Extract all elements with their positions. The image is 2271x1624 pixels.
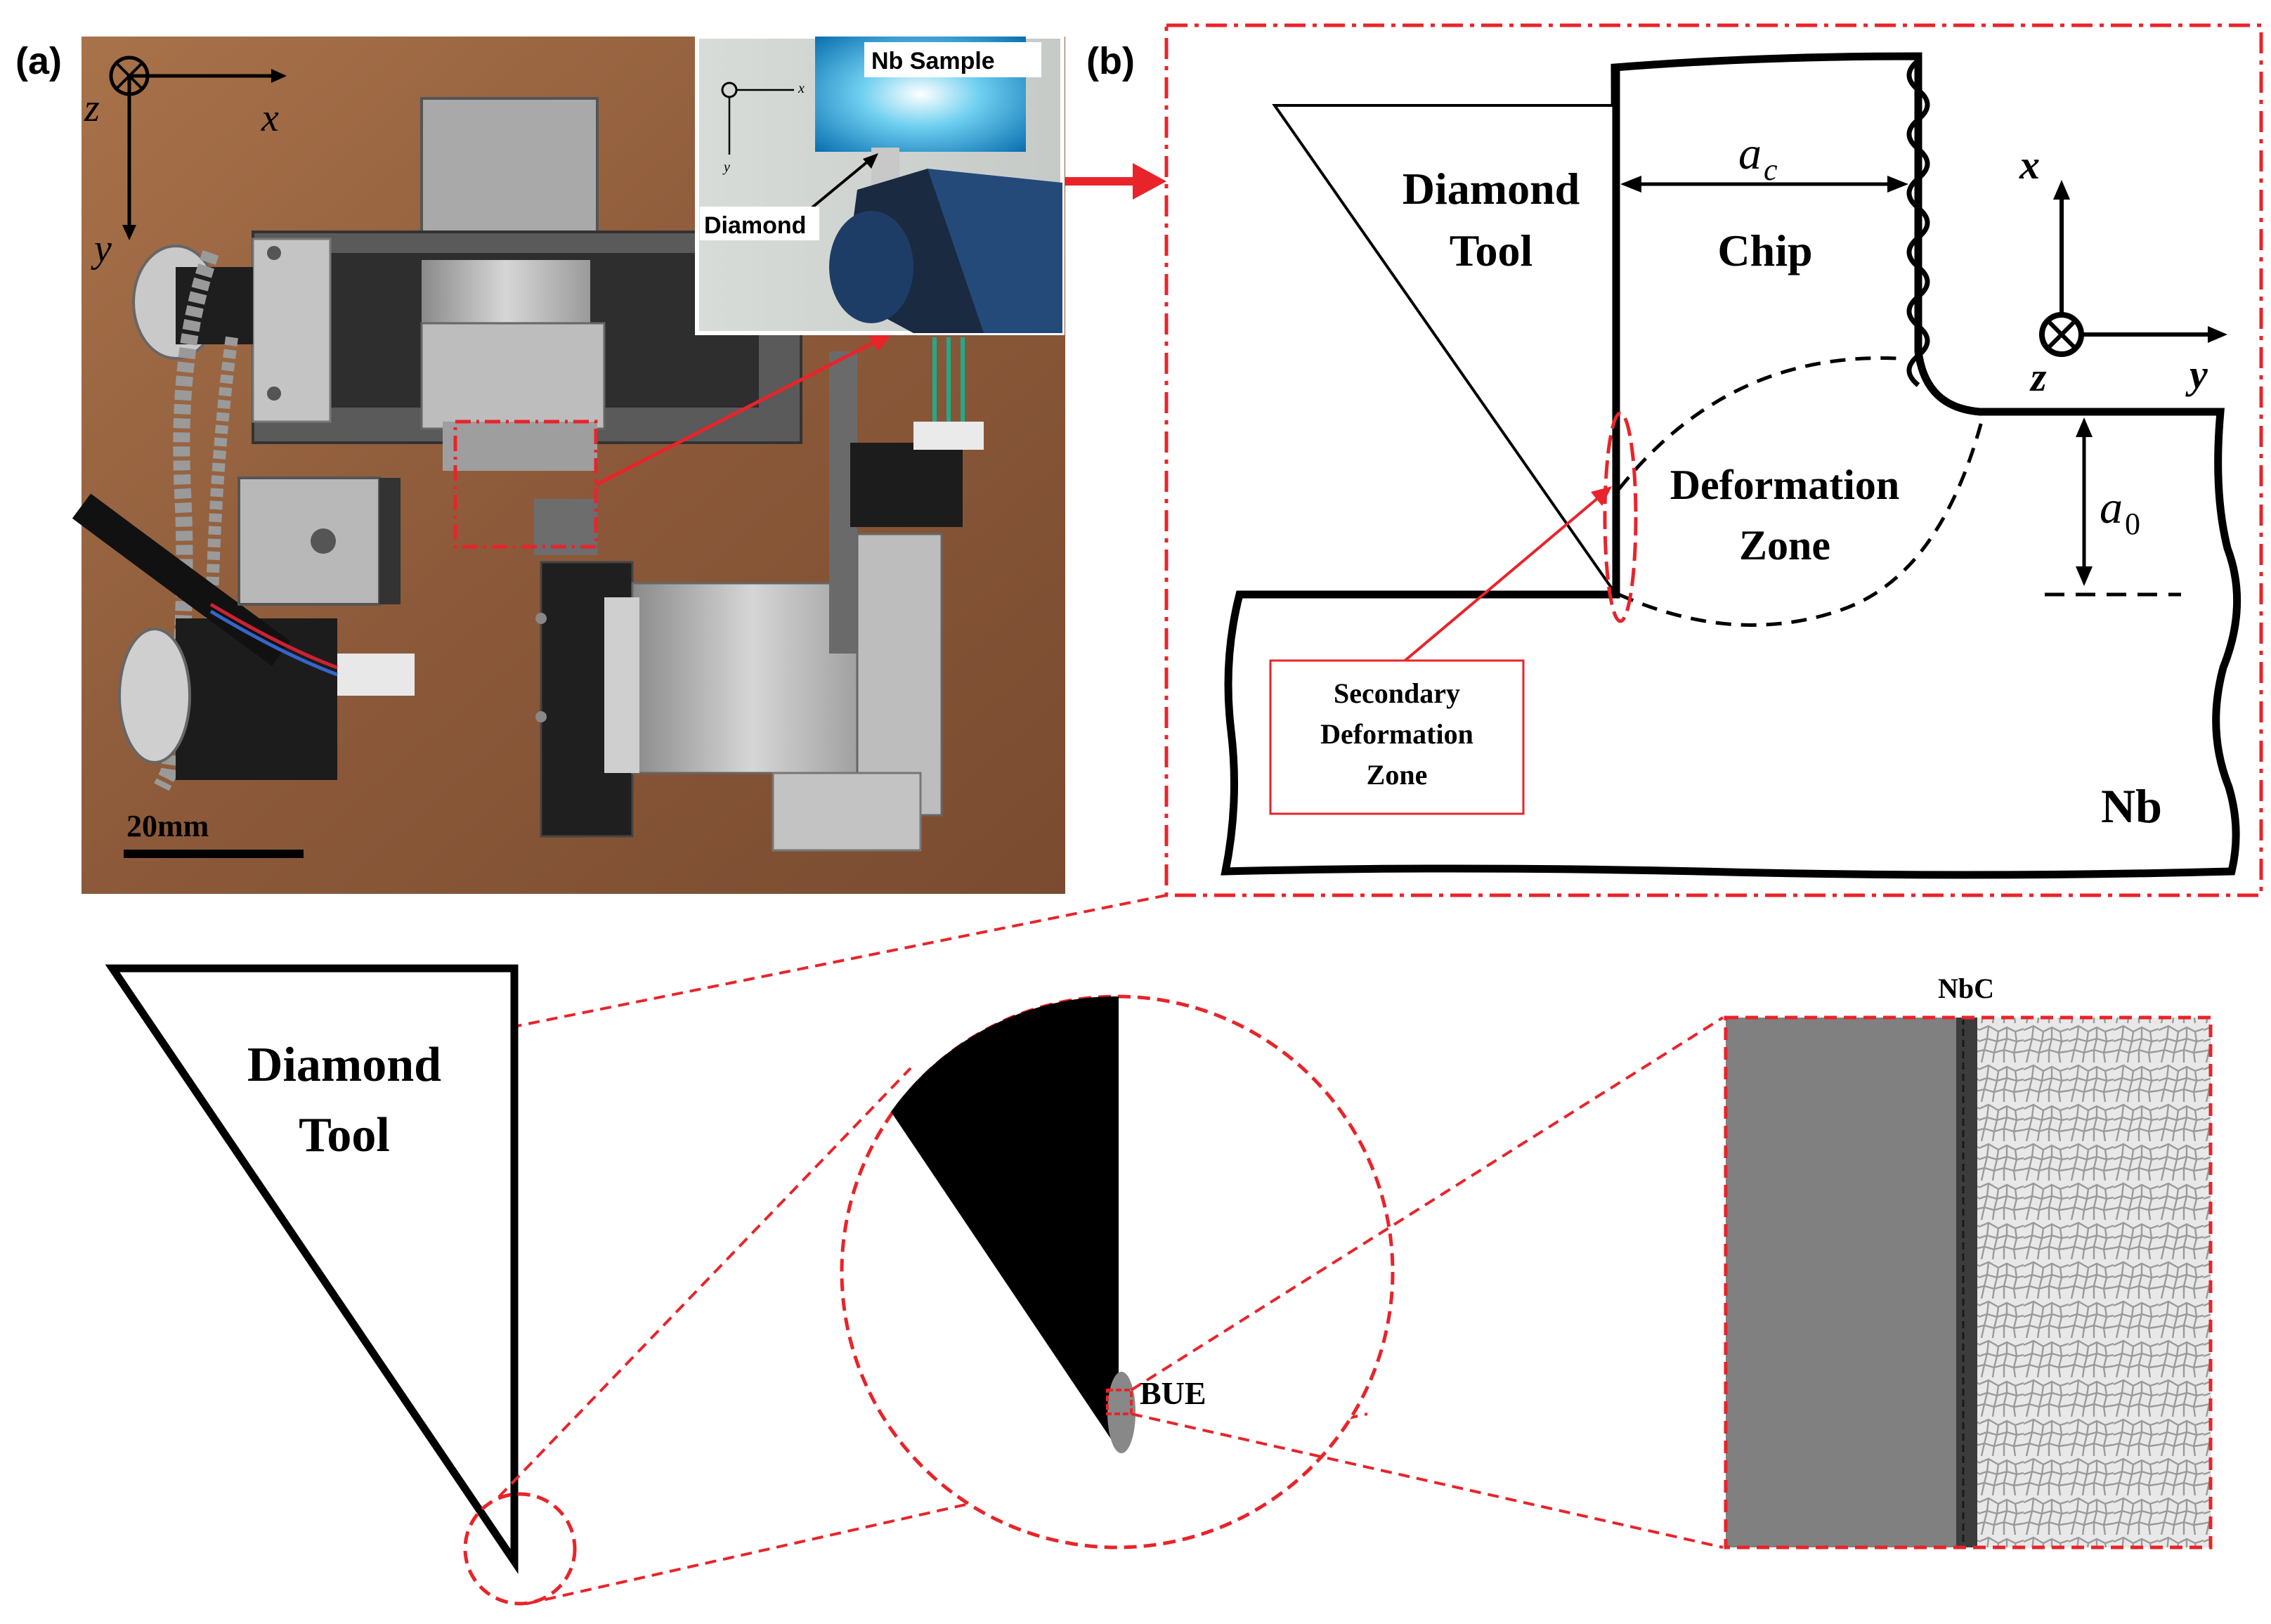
- secondary-label-line1: Secondary: [1334, 677, 1460, 709]
- depth-subscript: 0: [2125, 507, 2140, 541]
- chip-thickness-symbol: a: [1738, 128, 1762, 179]
- inset-axis-y: y: [722, 160, 730, 175]
- panel-a-label: (a): [15, 40, 62, 82]
- chip-label: Chip: [1717, 226, 1812, 275]
- zoom-connector-b: [516, 894, 1167, 1027]
- inset-axis-x: x: [798, 81, 805, 96]
- nbc-coating: [1956, 1018, 1977, 1547]
- inset-photo: x y Nb Sample Diamond: [695, 34, 1065, 335]
- chip-wavy-edge: [1906, 58, 1930, 387]
- bue-label: BUE: [1140, 1375, 1206, 1411]
- nb-grain-region: [1977, 1018, 2211, 1547]
- secondary-zone-box: [1269, 659, 1525, 815]
- deformation-label-line2: Zone: [1739, 522, 1830, 569]
- axes-a: z x y: [84, 56, 287, 271]
- secondary-zone-leader: [1397, 492, 1605, 668]
- leader-inset: [594, 335, 885, 487]
- tool-label-large-line2: Tool: [299, 1108, 390, 1162]
- axes-b: x y z: [2019, 142, 2227, 400]
- panel-a: (a): [15, 34, 1065, 894]
- depth-symbol: a: [2100, 482, 2123, 533]
- cable: [72, 493, 291, 666]
- inset-tool-label: Diamond: [704, 212, 806, 239]
- chip-thickness-subscript: c: [1764, 152, 1778, 187]
- tool-label-b-line2: Tool: [1450, 226, 1533, 275]
- spindle-block: [420, 97, 599, 254]
- panel-b: (b) Diamond Tool a c Chip Deformation Zo…: [1086, 23, 2263, 897]
- panel-b-label: (b): [1086, 40, 1135, 82]
- secondary-label-line3: Zone: [1367, 759, 1428, 791]
- diamond-tool-large: [105, 964, 519, 1574]
- scale-bar-label: 20mm: [126, 809, 209, 843]
- workpiece-outline: [1221, 52, 2241, 879]
- focus-box-a: [453, 420, 598, 549]
- panel-b-frame: [1164, 23, 2263, 897]
- bue-deposit: [1107, 1372, 1136, 1453]
- axis-b-z: z: [2029, 354, 2047, 400]
- axis-a-y: y: [91, 227, 112, 271]
- secondary-label-line2: Deformation: [1320, 718, 1473, 750]
- axis-b-y: y: [2185, 351, 2208, 397]
- tool-label-b-line1: Diamond: [1403, 164, 1580, 214]
- tool-label-large-line1: Diamond: [247, 1038, 441, 1092]
- axis-a-x: x: [261, 96, 279, 140]
- zoom-sequence: Diamond Tool BUE NbC: [105, 894, 2213, 1606]
- secondary-zone-marker: [1603, 411, 1638, 623]
- substrate-region: [1726, 1018, 1956, 1547]
- microstructure-frame: [1724, 1015, 2213, 1550]
- material-label: Nb: [2101, 779, 2162, 833]
- axis-b-x: x: [2019, 142, 2040, 188]
- axis-a-z: z: [84, 86, 100, 130]
- deformation-label-line1: Deformation: [1670, 462, 1900, 508]
- tip-zoom-circle: [463, 1492, 577, 1606]
- coating-label: NbC: [1938, 973, 1994, 1004]
- magnified-tool-tip: [891, 996, 1119, 1450]
- inset-sample-label: Nb Sample: [871, 48, 995, 74]
- primary-deformation-zone: [1618, 356, 1984, 627]
- bue-zoom-box: [1106, 1389, 1133, 1415]
